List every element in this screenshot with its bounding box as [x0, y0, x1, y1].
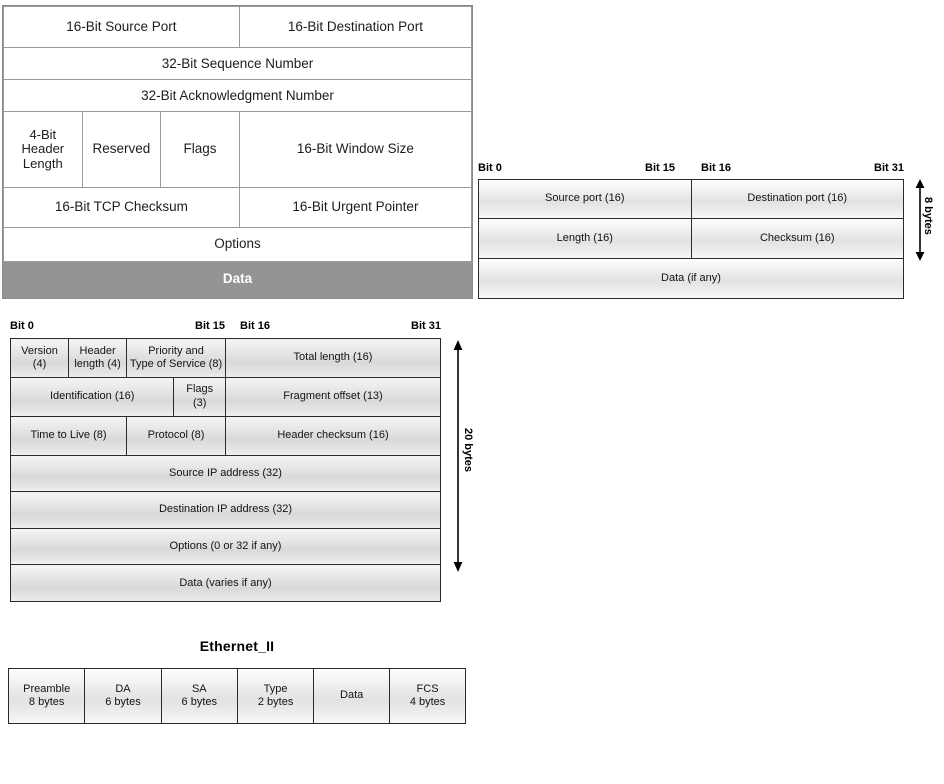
tcp-cell-options: Options [3, 226, 472, 262]
eth-cell-data: Data [313, 668, 391, 724]
table-row: 32-Bit Sequence Number [3, 47, 472, 81]
tcp-header-body: 16-Bit Source Port 16-Bit Destination Po… [3, 5, 473, 299]
table-row: Identification (16) Flags(3) Fragment of… [9, 376, 442, 417]
ip-cell-flags: Flags(3) [173, 376, 226, 417]
tcp-cell-sequence-number: 32-Bit Sequence Number [3, 47, 472, 81]
ip-size-arrow-icon [453, 340, 463, 572]
table-row: Time to Live (8) Protocol (8) Header che… [9, 415, 442, 456]
udp-header-table: Source port (16) Destination port (16) L… [478, 178, 904, 300]
tcp-cell-checksum: 16-Bit TCP Checksum [3, 186, 240, 228]
udp-size-label: 8 bytes [922, 197, 934, 235]
udp-bit-label-mid-right: Bit 16 [701, 162, 731, 174]
table-row: Options (0 or 32 if any) [10, 527, 441, 566]
tcp-cell-data: Data [3, 260, 472, 299]
tcp-cell-window-size: 16-Bit Window Size [238, 111, 473, 188]
udp-cell-checksum: Checksum (16) [690, 218, 904, 259]
table-row: 32-Bit Acknowledgment Number [3, 79, 472, 113]
tcp-cell-destination-port: 16-Bit Destination Port [238, 5, 473, 49]
udp-cell-source-port: Source port (16) [478, 178, 692, 220]
ip-cell-protocol: Protocol (8) [126, 415, 226, 456]
ip-cell-options: Options (0 or 32 if any) [10, 527, 441, 566]
ip-bit-label-mid-right: Bit 16 [240, 320, 270, 332]
udp-bit-label-mid-left: Bit 15 [645, 162, 675, 174]
ip-bit-label-left: Bit 0 [10, 320, 34, 332]
ip-cell-identification: Identification (16) [9, 376, 175, 417]
ip-bit-label-right: Bit 31 [411, 320, 441, 332]
udp-header-diagram: Source port (16) Destination port (16) L… [478, 178, 904, 300]
udp-cell-destination-port: Destination port (16) [690, 178, 904, 220]
table-row: Source IP address (32) [10, 454, 441, 493]
table-row: 16-Bit TCP Checksum 16-Bit Urgent Pointe… [3, 186, 473, 228]
udp-bit-label-left: Bit 0 [478, 162, 502, 174]
table-row: Length (16) Checksum (16) [478, 218, 904, 259]
table-row: Source port (16) Destination port (16) [478, 178, 904, 220]
table-row: Options [3, 226, 472, 262]
ip-cell-fragment-offset: Fragment offset (13) [224, 376, 442, 417]
udp-header-body: Source port (16) Destination port (16) L… [478, 178, 904, 300]
ip-bit-ruler: Bit 0 Bit 15 Bit 16 Bit 31 [10, 320, 441, 334]
ip-cell-source-address: Source IP address (32) [10, 454, 441, 493]
ip-cell-total-length: Total length (16) [224, 338, 442, 378]
tcp-header-table: 16-Bit Source Port 16-Bit Destination Po… [3, 5, 473, 299]
tcp-cell-flags: Flags [160, 111, 240, 188]
ip-cell-time-to-live: Time to Live (8) [9, 415, 128, 456]
udp-size-arrow-icon [915, 179, 925, 261]
ip-cell-version: Version(4) [9, 338, 70, 378]
tcp-cell-source-port: 16-Bit Source Port [3, 5, 240, 49]
tcp-cell-acknowledgment-number: 32-Bit Acknowledgment Number [3, 79, 472, 113]
ethernet-frame-title: Ethernet_II [199, 638, 275, 654]
tcp-cell-reserved: Reserved [81, 111, 162, 188]
ip-size-label: 20 bytes [462, 428, 474, 473]
udp-cell-data: Data (if any) [478, 257, 904, 300]
ip-bit-label-mid-left: Bit 15 [195, 320, 225, 332]
tcp-header-diagram: 16-Bit Source Port 16-Bit Destination Po… [2, 5, 473, 299]
table-row: Data (varies if any) [10, 564, 441, 602]
ip-cell-destination-address: Destination IP address (32) [10, 491, 441, 529]
udp-bit-ruler: Bit 0 Bit 15 Bit 16 Bit 31 [478, 162, 904, 176]
table-row: 16-Bit Source Port 16-Bit Destination Po… [3, 5, 473, 49]
ip-cell-data: Data (varies if any) [10, 564, 441, 602]
ip-cell-header-checksum: Header checksum (16) [224, 415, 442, 456]
udp-cell-length: Length (16) [478, 218, 692, 259]
table-row: Data (if any) [478, 257, 904, 300]
table-row: Data [3, 260, 472, 299]
tcp-cell-urgent-pointer: 16-Bit Urgent Pointer [238, 186, 473, 228]
table-row: Destination IP address (32) [10, 491, 441, 529]
udp-bit-label-right: Bit 31 [874, 162, 904, 174]
